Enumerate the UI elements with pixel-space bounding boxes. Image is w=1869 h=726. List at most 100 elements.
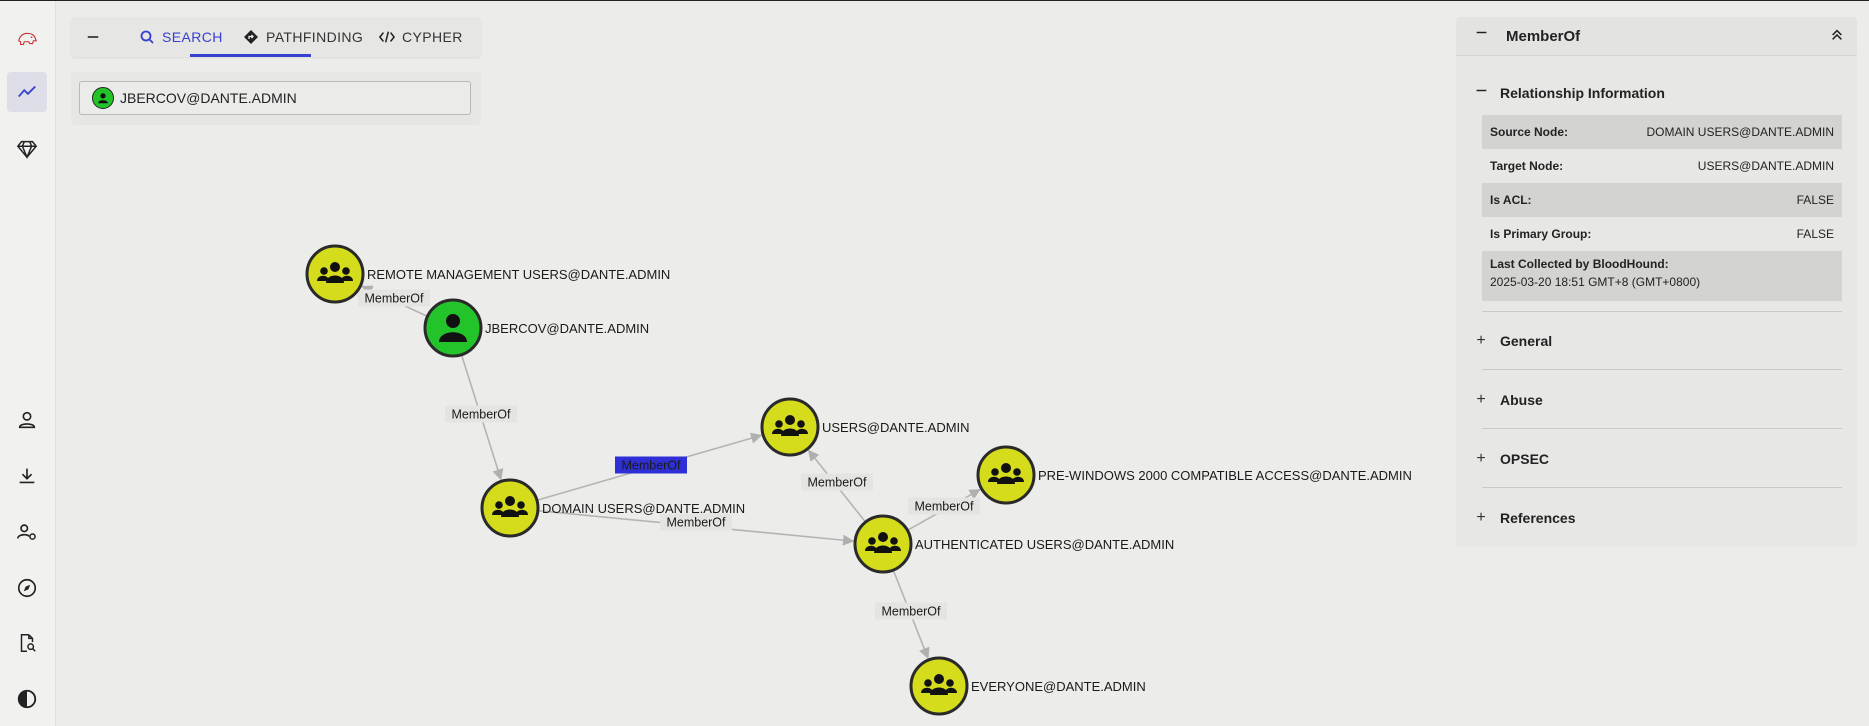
collapse-relationship-info-button[interactable] — [1474, 84, 1488, 102]
user-icon[interactable] — [7, 400, 47, 440]
node-circle[interactable] — [305, 244, 365, 304]
edge-label-background — [445, 405, 517, 423]
node-circle[interactable] — [480, 478, 540, 538]
edge-label-background — [801, 473, 873, 491]
node-authusers[interactable]: AUTHENTICATED USERS@DANTE.ADMIN — [853, 514, 1174, 574]
is-acl-key: Is ACL: — [1490, 193, 1532, 207]
section-divider — [1482, 311, 1842, 312]
section-abuse[interactable]: Abuse — [1500, 392, 1543, 408]
edge-label-authusers-users[interactable]: MemberOf — [801, 473, 873, 491]
is-primary-group-value: FALSE — [1796, 227, 1834, 241]
node-circle[interactable] — [853, 514, 913, 574]
source-node-row: Source Node: DOMAIN USERS@DANTE.ADMIN — [1482, 115, 1842, 149]
node-label: JBERCOV@DANTE.ADMIN — [485, 321, 649, 336]
target-node-key: Target Node: — [1490, 159, 1564, 173]
panel-title: MemberOf — [1506, 28, 1581, 45]
is-primary-group-key: Is Primary Group: — [1490, 227, 1592, 241]
node-label: REMOTE MANAGEMENT USERS@DANTE.ADMIN — [367, 267, 670, 282]
node-label: EVERYONE@DANTE.ADMIN — [971, 679, 1146, 694]
edge-info-panel: MemberOf Relationship Information Source… — [1456, 17, 1857, 547]
edge-label-background — [908, 497, 980, 515]
section-general[interactable]: General — [1500, 333, 1553, 349]
edge-label-text: MemberOf — [914, 500, 974, 514]
target-node-value: USERS@DANTE.ADMIN — [1697, 159, 1834, 173]
edge-label-background — [875, 602, 947, 620]
node-prewin[interactable]: PRE-WINDOWS 2000 COMPATIBLE ACCESS@DANTE… — [976, 445, 1412, 505]
search-input-value: JBERCOV@DANTE.ADMIN — [120, 90, 297, 106]
search-box-container: JBERCOV@DANTE.ADMIN — [71, 72, 481, 125]
tab-pathfinding[interactable]: PATHFINDING — [243, 17, 363, 57]
is-primary-group-row: Is Primary Group: FALSE — [1482, 217, 1842, 251]
plus-icon[interactable]: + — [1476, 391, 1486, 408]
code-icon — [379, 31, 395, 43]
edge-label-jbercov-domusers[interactable]: MemberOf — [445, 405, 517, 423]
node-label: PRE-WINDOWS 2000 COMPATIBLE ACCESS@DANTE… — [1038, 468, 1412, 483]
node-jbercov[interactable]: JBERCOV@DANTE.ADMIN — [423, 298, 649, 358]
group-icon — [865, 532, 901, 553]
node-domusers[interactable]: DOMAIN USERS@DANTE.ADMIN — [480, 478, 745, 538]
group-icon — [921, 674, 957, 695]
section-references[interactable]: References — [1500, 510, 1576, 526]
search-input[interactable]: JBERCOV@DANTE.ADMIN — [79, 81, 471, 115]
edge-label-background — [358, 289, 430, 307]
section-divider — [1482, 487, 1842, 488]
group-icon — [317, 262, 353, 283]
edge-label-text: MemberOf — [451, 408, 511, 422]
tab-cypher[interactable]: CYPHER — [379, 17, 463, 57]
edge-label-authusers-everyone[interactable]: MemberOf — [875, 602, 947, 620]
plus-icon[interactable]: + — [1476, 509, 1486, 526]
edge-label-jbercov-rmu[interactable]: MemberOf — [358, 289, 430, 307]
tab-search[interactable]: SEARCH — [139, 17, 223, 57]
edge-label-text: MemberOf — [881, 605, 941, 619]
edge-label-domusers-users[interactable]: MemberOf — [615, 456, 687, 474]
active-tab-indicator — [190, 54, 311, 57]
diamond-arrow-icon — [244, 30, 258, 44]
plus-icon[interactable]: + — [1476, 332, 1486, 349]
edge-label-text: MemberOf — [666, 516, 726, 530]
group-icon — [772, 415, 808, 436]
collapse-search-button[interactable] — [83, 27, 103, 47]
node-label: AUTHENTICATED USERS@DANTE.ADMIN — [915, 537, 1174, 552]
edge-label-authusers-prewin[interactable]: MemberOf — [908, 497, 980, 515]
node-circle[interactable] — [909, 656, 969, 716]
gem-icon[interactable] — [7, 129, 47, 169]
edge-label-domusers-authusers[interactable]: MemberOf — [660, 513, 732, 531]
compass-icon[interactable] — [7, 568, 47, 608]
bloodhound-logo-icon[interactable] — [7, 19, 47, 59]
node-everyone[interactable]: EVERYONE@DANTE.ADMIN — [909, 656, 1146, 716]
double-chevron-up-icon — [1832, 29, 1842, 40]
section-divider — [1482, 369, 1842, 370]
top-border — [0, 0, 1869, 1]
node-rmu[interactable]: REMOTE MANAGEMENT USERS@DANTE.ADMIN — [305, 244, 670, 304]
group-icon — [988, 463, 1024, 484]
collapse-panel-button[interactable] — [1474, 26, 1488, 44]
download-icon[interactable] — [7, 456, 47, 496]
edge-info-header: MemberOf — [1456, 17, 1857, 56]
contrast-icon[interactable] — [7, 679, 47, 719]
graph-svg[interactable]: MemberOfMemberOfMemberOfMemberOfMemberOf… — [56, 1, 1869, 726]
user-gear-icon[interactable] — [7, 512, 47, 552]
node-circle[interactable] — [760, 397, 820, 457]
source-node-value: DOMAIN USERS@DANTE.ADMIN — [1646, 125, 1834, 139]
expand-all-button[interactable] — [1830, 28, 1844, 47]
edge-label-text: MemberOf — [364, 292, 424, 306]
plus-icon[interactable]: + — [1476, 450, 1486, 467]
tab-search-label: SEARCH — [162, 29, 223, 45]
minus-icon — [87, 36, 99, 38]
user-icon — [439, 314, 467, 342]
section-divider — [1482, 428, 1842, 429]
section-opsec[interactable]: OPSEC — [1500, 451, 1550, 467]
minus-icon — [1476, 89, 1486, 92]
source-node-key: Source Node: — [1490, 125, 1569, 139]
node-users[interactable]: USERS@DANTE.ADMIN — [760, 397, 970, 457]
edge-label-background — [615, 456, 687, 474]
file-search-icon[interactable] — [7, 623, 47, 663]
explore-graph-icon[interactable] — [7, 72, 47, 112]
target-node-row: Target Node: USERS@DANTE.ADMIN — [1482, 149, 1842, 183]
edge-label-text: MemberOf — [621, 459, 681, 473]
is-acl-value: FALSE — [1796, 193, 1834, 207]
relationship-info-heading: Relationship Information — [1500, 85, 1665, 101]
node-circle[interactable] — [976, 445, 1036, 505]
tab-cypher-label: CYPHER — [402, 29, 463, 45]
